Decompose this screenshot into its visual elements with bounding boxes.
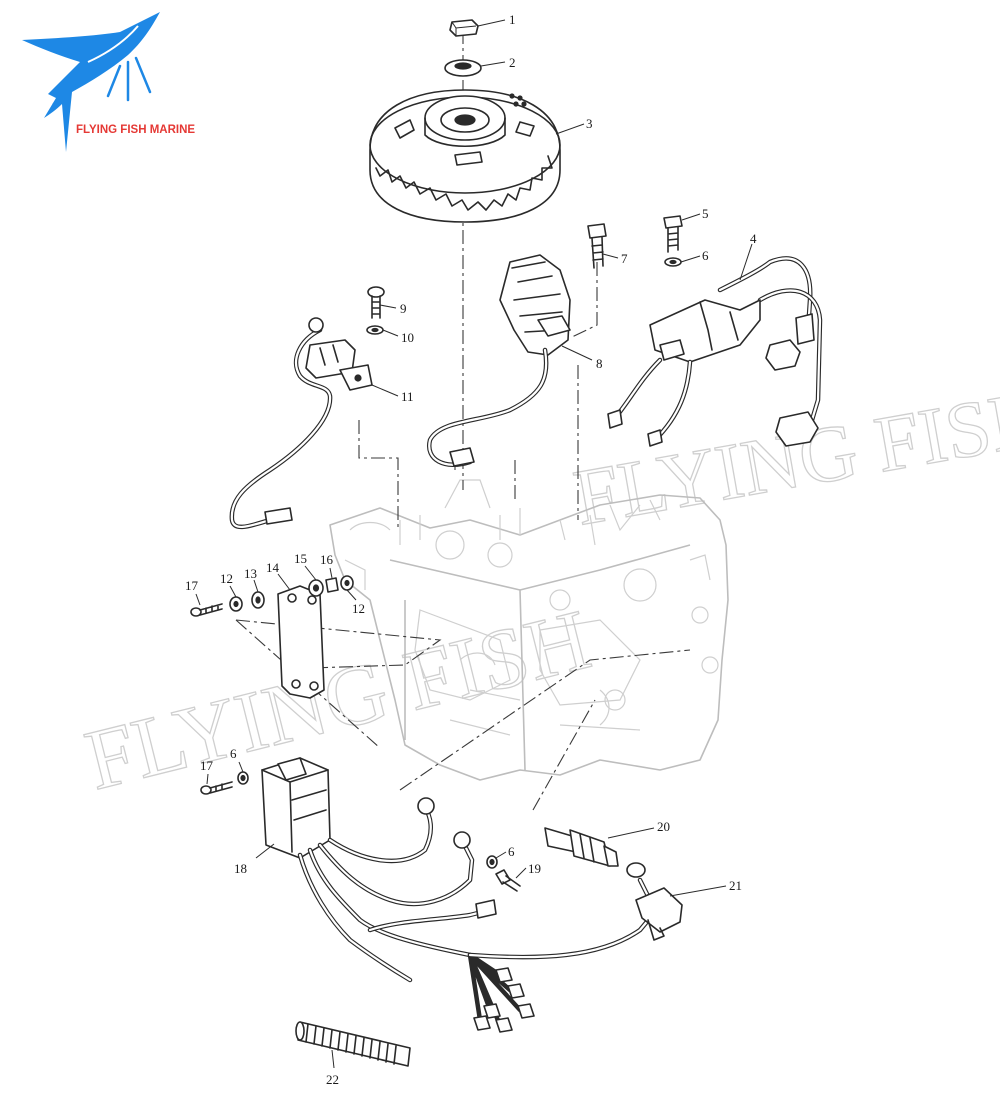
- part-bolt-5: [663, 215, 683, 253]
- callout-12-left: 12: [220, 571, 233, 586]
- part-washer: [444, 59, 482, 77]
- part-flywheel: [369, 89, 561, 223]
- callout-17-lower: 17: [200, 758, 214, 773]
- callout-2: 2: [509, 55, 516, 70]
- flying-fish-icon: [22, 12, 160, 152]
- callout-22: 22: [326, 1072, 339, 1087]
- part-corrugated-tube: [295, 1021, 411, 1067]
- callout-5: 5: [702, 206, 709, 221]
- callout-20: 20: [657, 819, 670, 834]
- part-bolt-7: [587, 223, 607, 269]
- part-temperature-switch: [544, 827, 619, 867]
- callout-6-left: 6: [230, 746, 237, 761]
- callout-9: 9: [400, 301, 407, 316]
- part-switch-cap: [626, 862, 683, 941]
- part-cdi-unit: [261, 757, 331, 859]
- callout-13: 13: [244, 566, 257, 581]
- callout-4: 4: [750, 231, 757, 246]
- callout-leaders: [195, 19, 753, 1069]
- engine-block: [329, 479, 729, 781]
- callout-7: 7: [621, 251, 628, 266]
- callout-labels: 1 2 3 4 5 6 7 8 9 10 11 12 13 14 15 16 1…: [185, 12, 757, 1087]
- watermark-text-upper: FLYING FISH: [568, 373, 1000, 543]
- part-ignition-coil: [607, 256, 823, 447]
- callout-18: 18: [234, 861, 247, 876]
- callout-19: 19: [528, 861, 541, 876]
- part-wiring-harness: [297, 797, 653, 1033]
- callout-15: 15: [294, 551, 307, 566]
- part-washer-6-right: [486, 855, 498, 869]
- part-screw-9: [367, 286, 385, 319]
- part-washer-6-left: [237, 771, 249, 785]
- part-collar-16: [325, 577, 339, 593]
- part-screw-17-upper: [190, 603, 223, 617]
- callout-21: 21: [729, 878, 742, 893]
- callout-14: 14: [266, 560, 280, 575]
- part-washer-12-left: [229, 596, 243, 612]
- brand-name: FLYING FISH MARINE: [76, 124, 195, 136]
- callout-3: 3: [586, 116, 593, 131]
- watermark: FLYING FISH FLYING FISH: [76, 372, 1000, 809]
- callout-12-right: 12: [352, 601, 365, 616]
- part-washer-6-top: [664, 257, 682, 267]
- part-washer-10: [366, 325, 384, 335]
- part-washer-12-right: [340, 575, 354, 591]
- callout-11: 11: [401, 389, 414, 404]
- part-screw-17-lower: [200, 781, 233, 795]
- callout-1: 1: [509, 12, 516, 27]
- part-bolt-19: [495, 869, 521, 892]
- callout-16: 16: [320, 552, 334, 567]
- part-grommet-15: [308, 579, 324, 597]
- callout-10: 10: [401, 330, 414, 345]
- callout-6-right: 6: [508, 844, 515, 859]
- callout-8: 8: [596, 356, 603, 371]
- brand-logo: FLYING FISH MARINE: [22, 12, 195, 152]
- part-bracket-14: [277, 585, 325, 699]
- callout-17-upper: 17: [185, 578, 199, 593]
- part-nut: [449, 19, 479, 37]
- part-charge-coil: [426, 254, 571, 467]
- part-pulser-coil: [229, 317, 373, 530]
- callout-6-top: 6: [702, 248, 709, 263]
- part-spacer-13: [251, 591, 265, 609]
